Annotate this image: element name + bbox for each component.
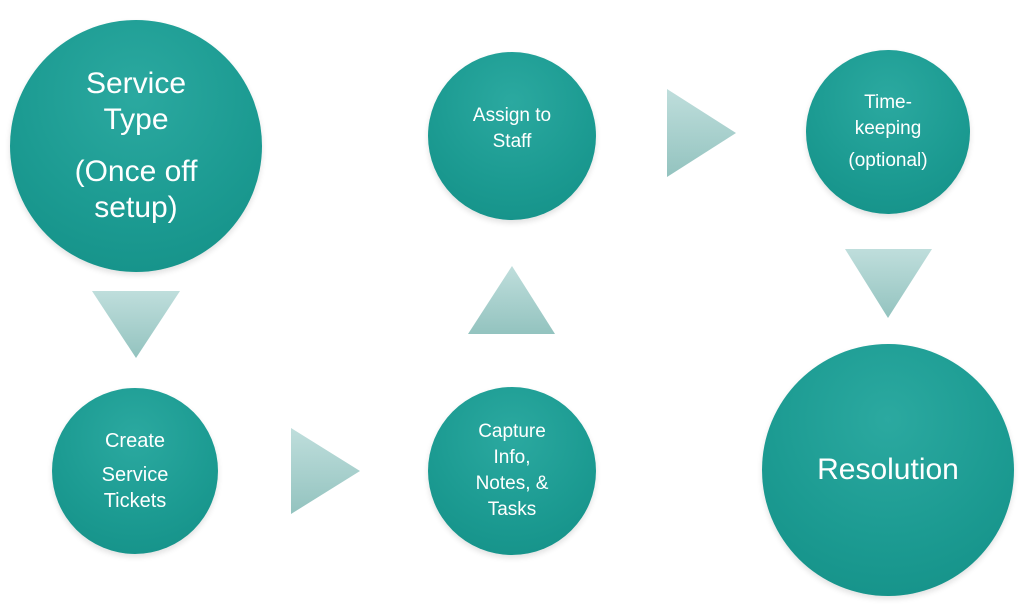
- arrow-right-icon: [291, 428, 360, 514]
- node-time-keeping: Time- keeping (optional): [806, 50, 970, 214]
- node-label: keeping: [854, 118, 922, 139]
- node-label: Service: [101, 464, 169, 486]
- node-label: Time-: [864, 92, 912, 113]
- node-label: Tasks: [487, 499, 537, 520]
- arrow-right-icon: [667, 89, 736, 177]
- node-service-type: Service Type (Once off setup): [10, 20, 262, 272]
- node-label: Resolution: [817, 453, 959, 486]
- node-label: Capture: [478, 421, 546, 442]
- node-label: (Once off: [74, 155, 198, 188]
- node-label: Type: [103, 103, 169, 136]
- node-label: Notes, &: [475, 473, 549, 494]
- arrow-down-icon: [845, 249, 932, 318]
- node-label: Tickets: [103, 490, 167, 512]
- arrow-up-icon: [468, 266, 555, 334]
- node-create-service-tickets: Create Service Tickets: [52, 388, 218, 554]
- node-label: Create: [104, 430, 166, 452]
- node-label: Assign to: [472, 105, 552, 126]
- node-capture-info: Capture Info, Notes, & Tasks: [428, 387, 596, 555]
- node-resolution: Resolution: [762, 344, 1014, 596]
- arrow-down-icon: [92, 291, 180, 358]
- node-label: Info,: [493, 447, 531, 468]
- node-label: Staff: [492, 131, 532, 152]
- node-assign-to-staff: Assign to Staff: [428, 52, 596, 220]
- node-label: (optional): [848, 150, 928, 171]
- node-label: Service: [85, 67, 187, 100]
- node-label: setup): [94, 191, 178, 224]
